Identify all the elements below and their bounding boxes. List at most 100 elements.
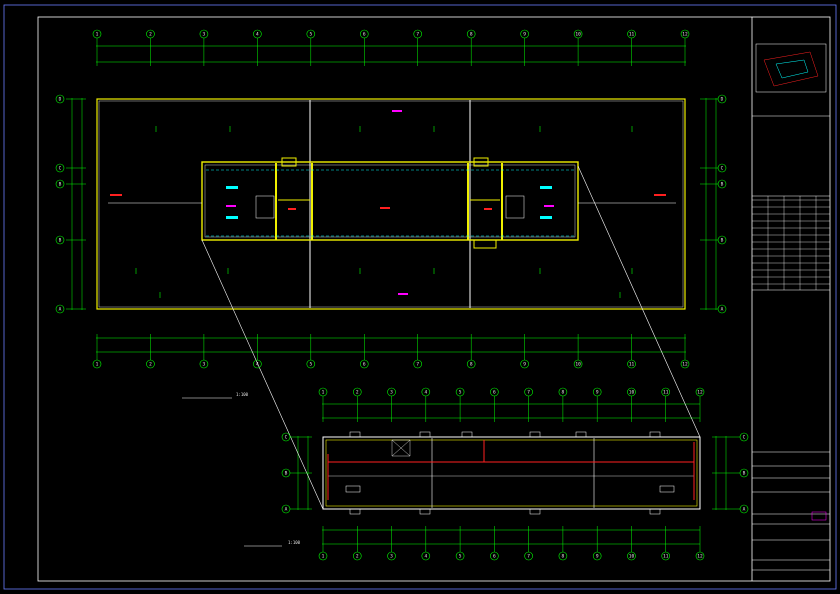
- main-axis-left-0: D: [55, 94, 65, 104]
- main-axis-left-2: B: [55, 179, 65, 189]
- svg-text:12: 12: [697, 390, 703, 396]
- detail-leader-left: [201, 239, 324, 510]
- svg-text:5: 5: [309, 32, 312, 38]
- main-axis-top-8: 8: [466, 29, 476, 39]
- roof-axis-bottom-3: 3: [387, 551, 396, 561]
- roof-axis-bottom-7: 7: [524, 551, 533, 561]
- roof-axis-bottom-12: 12: [695, 551, 705, 561]
- roof-axis-right-A: A: [739, 504, 749, 514]
- svg-text:9: 9: [523, 32, 526, 38]
- svg-text:A: A: [721, 307, 724, 313]
- main-axis-right-2: B: [717, 179, 727, 189]
- svg-text:1: 1: [96, 362, 99, 368]
- svg-text:11: 11: [629, 362, 635, 368]
- main-axis-left-1: C: [55, 163, 65, 173]
- roof-axis-bottom-4: 4: [421, 551, 431, 561]
- svg-text:C: C: [285, 435, 288, 441]
- roof-axis-top-2: 2: [352, 387, 362, 397]
- main-axis-bottom-7: 7: [413, 359, 423, 369]
- main-axis-top-5: 5: [306, 29, 316, 39]
- roof-axis-top-3: 3: [387, 387, 396, 397]
- svg-text:3: 3: [203, 362, 206, 368]
- roof-axis-top-10: 10: [627, 387, 636, 397]
- main-axis-bottom-5: 5: [306, 359, 316, 369]
- roof-axis-top-11: 11: [661, 387, 671, 397]
- roof-axis-top-5: 5: [455, 387, 465, 397]
- main-axis-top-12: 12: [680, 29, 690, 39]
- svg-text:6: 6: [363, 362, 366, 368]
- main-axis-bottom-10: 10: [573, 359, 583, 369]
- roof-axis-bottom-10: 10: [627, 551, 636, 561]
- main-axis-bottom-12: 12: [680, 359, 690, 369]
- svg-text:C: C: [721, 166, 724, 172]
- svg-text:2: 2: [149, 32, 152, 38]
- svg-text:3: 3: [203, 32, 206, 38]
- main-axis-top-6: 6: [359, 29, 369, 39]
- svg-text:7: 7: [527, 554, 530, 560]
- roof-axis-top-4: 4: [421, 387, 431, 397]
- svg-text:C: C: [59, 166, 62, 172]
- title-block: [752, 43, 830, 571]
- svg-text:4: 4: [256, 362, 259, 368]
- svg-text:8: 8: [470, 32, 473, 38]
- main-axis-bottom-2: 2: [146, 359, 155, 369]
- svg-text:9: 9: [596, 390, 599, 396]
- svg-text:9: 9: [596, 554, 599, 560]
- main-axis-right-4: A: [717, 304, 727, 314]
- roof-axis-bottom-6: 6: [490, 551, 499, 561]
- svg-text:B: B: [721, 238, 724, 244]
- roof-axis-right-C: C: [739, 432, 749, 442]
- detail-leader-right: [577, 165, 701, 438]
- main-axis-top-2: 2: [146, 29, 155, 39]
- main-axis-bottom-1: 1: [92, 359, 102, 369]
- svg-text:D: D: [59, 97, 62, 103]
- main-axis-left-3: B: [55, 235, 65, 245]
- svg-text:5: 5: [309, 362, 312, 368]
- svg-text:11: 11: [663, 554, 669, 560]
- svg-text:8: 8: [562, 390, 565, 396]
- roof-plan: [297, 403, 727, 545]
- main-axis-top-3: 3: [199, 29, 209, 39]
- svg-text:8: 8: [562, 554, 565, 560]
- svg-text:B: B: [59, 182, 62, 188]
- svg-text:1: 1: [322, 390, 325, 396]
- title-block-rows: [752, 196, 830, 290]
- svg-text:B: B: [285, 471, 288, 477]
- svg-text:10: 10: [629, 390, 635, 396]
- svg-text:B: B: [59, 238, 62, 244]
- svg-text:7: 7: [416, 362, 419, 368]
- roof-axis-left-B: B: [281, 468, 291, 478]
- roof-plan-scale: 1:100: [288, 540, 301, 545]
- svg-text:2: 2: [356, 390, 359, 396]
- main-axis-right-1: C: [717, 163, 727, 173]
- svg-text:4: 4: [424, 554, 427, 560]
- svg-text:3: 3: [390, 554, 393, 560]
- svg-text:7: 7: [416, 32, 419, 38]
- roof-axis-bottom-5: 5: [455, 551, 465, 561]
- main-axis-left-4: A: [55, 304, 65, 314]
- roof-axis-top-8: 8: [558, 387, 568, 397]
- sheet-outer-frame: [3, 4, 837, 590]
- svg-text:3: 3: [390, 390, 393, 396]
- roof-axis-top-9: 9: [592, 387, 602, 397]
- svg-text:A: A: [285, 507, 288, 513]
- svg-text:12: 12: [682, 32, 688, 38]
- svg-text:5: 5: [459, 390, 462, 396]
- svg-text:4: 4: [256, 32, 259, 38]
- svg-text:6: 6: [363, 32, 366, 38]
- svg-text:B: B: [743, 471, 746, 477]
- svg-text:11: 11: [629, 32, 635, 38]
- roof-axis-bottom-2: 2: [352, 551, 362, 561]
- svg-text:B: B: [721, 182, 724, 188]
- main-floor-plan: [71, 45, 717, 353]
- main-axis-bottom-6: 6: [359, 359, 369, 369]
- roof-axis-right-B: B: [739, 468, 749, 478]
- svg-text:11: 11: [663, 390, 669, 396]
- svg-text:A: A: [59, 307, 62, 313]
- svg-text:8: 8: [470, 362, 473, 368]
- main-axis-top-4: 4: [253, 29, 262, 39]
- main-axis-top-10: 10: [573, 29, 583, 39]
- svg-text:12: 12: [682, 362, 688, 368]
- main-axis-bottom-8: 8: [466, 359, 476, 369]
- svg-text:2: 2: [149, 362, 152, 368]
